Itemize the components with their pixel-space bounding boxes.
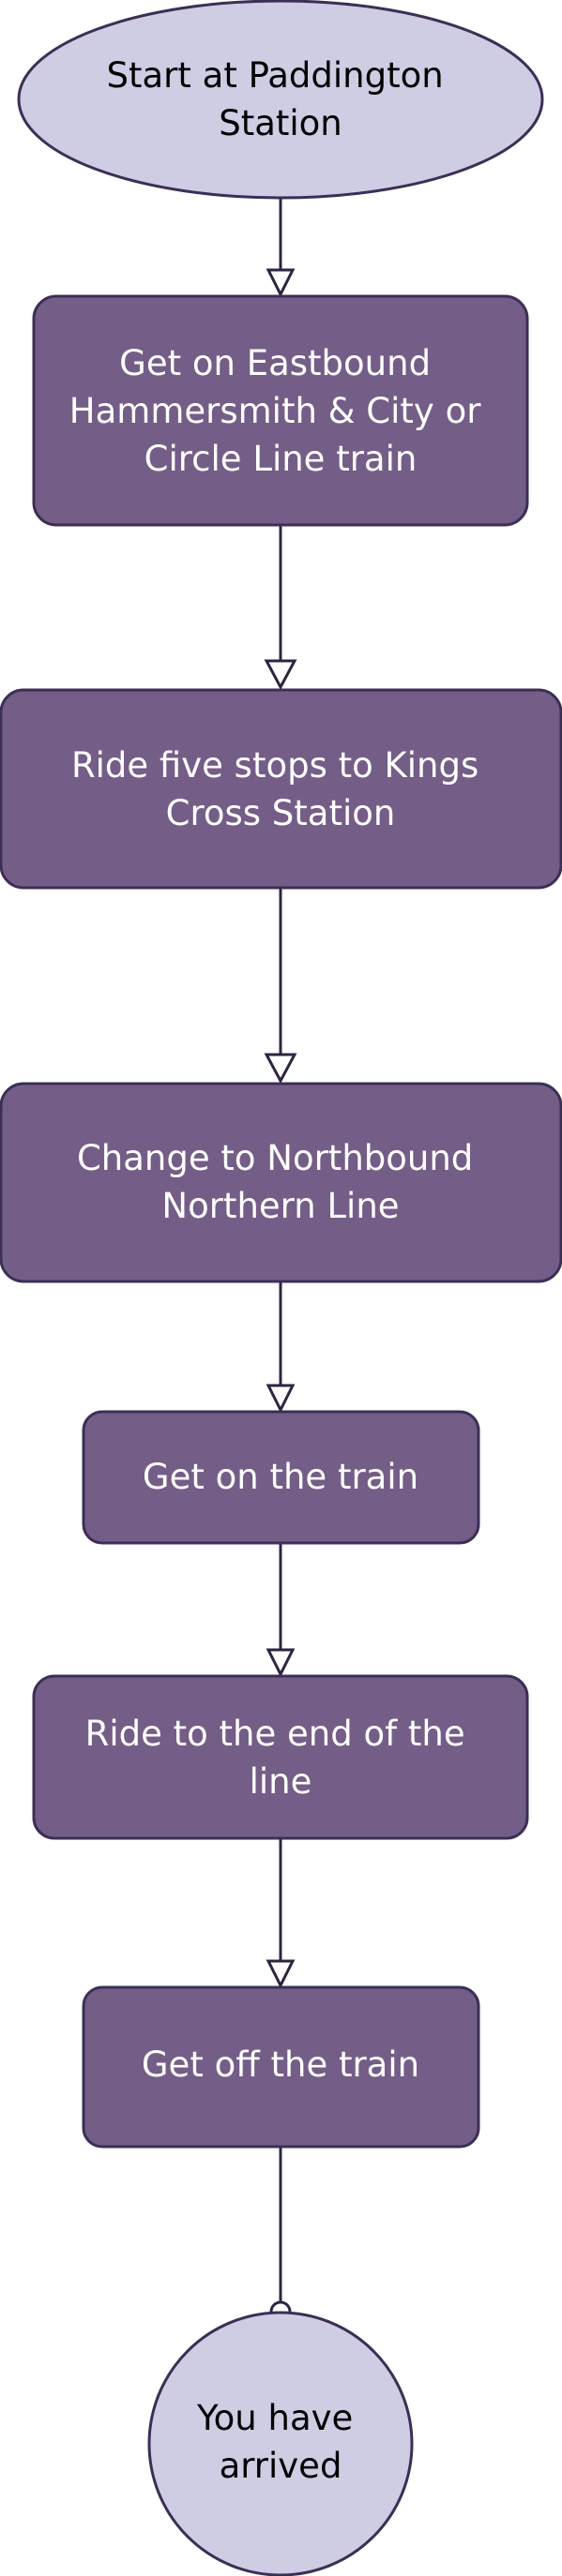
step3-label: Change to Northbound Northern Line	[77, 1138, 484, 1226]
end-label: You have arrived	[196, 2398, 364, 2486]
arrowhead-step1	[266, 268, 296, 298]
step2-label-line: Ride five stops to Kings	[71, 745, 478, 786]
arrowhead-step6	[266, 1959, 296, 1989]
step6-box	[82, 1985, 480, 2149]
start-label: Start at Paddington Station	[107, 55, 455, 143]
start-label-line: Station	[219, 103, 342, 143]
step1-label-line: Circle Line train	[144, 439, 418, 479]
step5-box	[32, 1674, 529, 1840]
end-circle	[147, 2311, 414, 2576]
step5-label-line: line	[250, 1761, 312, 1802]
step2-label-line: Cross Station	[166, 793, 396, 833]
start-ellipse	[17, 0, 544, 200]
step6-label-line: Get off the train	[142, 2044, 419, 2085]
step4-box	[82, 1410, 480, 1545]
arrowhead-step5	[266, 1648, 296, 1678]
arrowhead-step4	[266, 1384, 296, 1414]
step6-label: Get off the train	[142, 2044, 419, 2085]
step3-label-line: Northern Line	[161, 1186, 399, 1226]
step5-label-line: Ride to the end of the	[85, 1714, 465, 1754]
connector-end-cap	[269, 2300, 292, 2313]
step4-label: Get on the train	[143, 1457, 418, 1497]
flow-step-ride-to-kings-cross: Ride five stops to Kings Cross Station	[0, 688, 562, 890]
start-label-line: Start at Paddington	[107, 55, 444, 96]
end-label-line: You have	[196, 2398, 353, 2438]
step5-label: Ride to the end of the line	[85, 1714, 477, 1802]
step4-label-line: Get on the train	[143, 1457, 418, 1497]
flow-step-change-line: Change to Northbound Northern Line	[0, 1082, 562, 1283]
step1-box	[32, 294, 529, 527]
flow-end: You have arrived	[147, 2311, 414, 2576]
step1-label-line: Get on Eastbound	[119, 343, 431, 383]
flow-step-get-off-train: Get off the train	[82, 1985, 480, 2149]
end-label-line: arrived	[220, 2446, 342, 2486]
flow-step-ride-to-end: Ride to the end of the line	[32, 1674, 529, 1840]
arrowhead-step2	[264, 659, 297, 691]
step2-label: Ride five stops to Kings Cross Station	[71, 745, 490, 833]
flow-step-get-on-train: Get on the train	[82, 1410, 480, 1545]
flow-start: Start at Paddington Station	[17, 0, 544, 200]
step3-label-line: Change to Northbound	[77, 1138, 473, 1178]
step3-box	[0, 1082, 562, 1283]
step1-label: Get on Eastbound Hammersmith & City or C…	[69, 343, 492, 479]
connectors	[264, 199, 297, 2313]
arrowhead-step3	[264, 1053, 297, 1085]
step2-box	[0, 688, 562, 890]
step1-label-line: Hammersmith & City or	[69, 391, 481, 431]
flow-step-board-train: Get on Eastbound Hammersmith & City or C…	[32, 294, 529, 527]
